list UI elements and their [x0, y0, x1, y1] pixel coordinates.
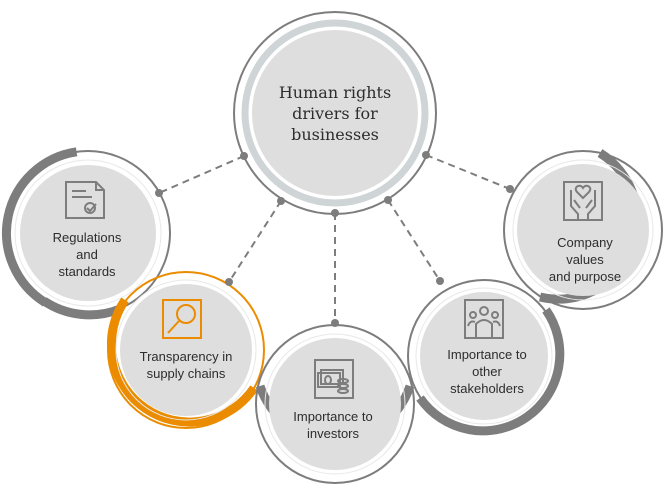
connector-values — [425, 154, 511, 190]
money-coins-icon — [314, 359, 354, 399]
node-label-values: Company values and purpose — [548, 235, 622, 284]
connector-transparency — [228, 200, 282, 283]
node-investors[interactable] — [255, 324, 415, 484]
center-title: Human rights drivers for businesses — [278, 83, 392, 144]
node-transparency[interactable] — [106, 271, 265, 429]
node-label-stakeholders: Importance to other stakeholders — [447, 347, 527, 396]
node-stakeholders[interactable] — [407, 279, 565, 436]
connector-dots — [155, 151, 514, 327]
node-label-transparency: Transparency in supply chains — [139, 349, 233, 381]
node-label-regulations: Regulations and standards — [52, 230, 122, 279]
node-values[interactable] — [503, 149, 663, 310]
magnifier-icon — [162, 299, 202, 339]
node-label-investors: Importance to investors — [293, 409, 373, 441]
people-group-icon — [464, 299, 504, 339]
connector-regulations — [158, 155, 245, 194]
node-regulations[interactable] — [0, 147, 171, 320]
center-node — [233, 11, 437, 215]
hands-heart-icon — [563, 181, 603, 221]
connectors — [158, 154, 511, 323]
connector-stakeholders — [387, 199, 441, 282]
document-check-icon — [65, 181, 105, 219]
